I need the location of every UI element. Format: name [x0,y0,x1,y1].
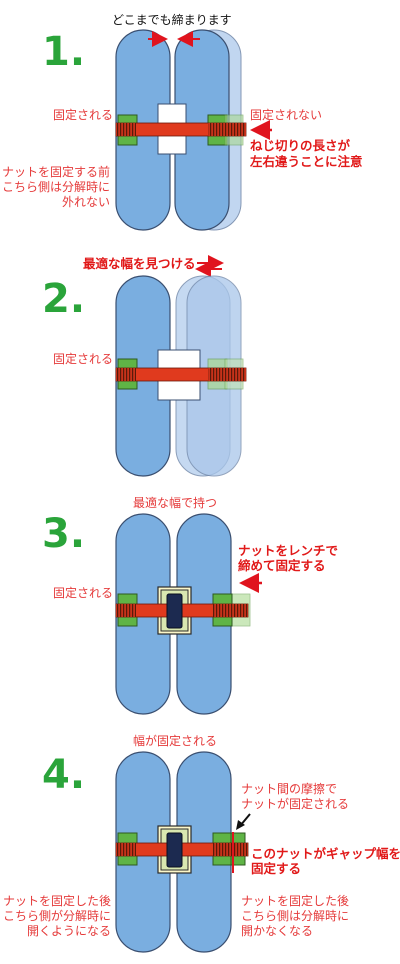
step-1-warning-line-1: ねじ切りの長さが [250,138,351,153]
step-2-left-label: 固定される [53,351,113,366]
step-4-title: 幅が固定される [133,733,217,748]
step-2: 2. 最適な幅を見つける 固定される [42,255,247,477]
step-1-right-label: 固定されない [250,107,322,122]
bolt-thread-left [116,123,136,136]
step-1-warning-line-2: 左右違うことに注意 [249,154,363,169]
step-3: 3. 最適な幅で持つ 固定される ナットをレンチで 締めて固定する [42,495,338,715]
step-1-left-label: 固定される [53,107,113,122]
step-3-left-label: 固定される [53,585,113,600]
bolt-thread-left [116,368,136,381]
step-2-number: 2. [42,276,85,322]
step-1-number: 1. [42,29,85,75]
bolt-thread-left [116,843,136,856]
bolt-head [166,593,183,629]
step-4-warning-line-1: このナットがギャップ幅を [251,846,400,861]
step-1: 1. どこまでも締まります 固定される 固定されない ナットを固定する前 こちら… [2,12,363,231]
step-4-note-right-line-2: こちら側は分解時に [241,909,349,923]
friction-arrow-head-icon [236,820,245,830]
step-1-title: どこまでも締まります [112,12,232,27]
step-4-number: 4. [42,752,85,798]
step-2-title: 最適な幅を見つける [83,256,196,271]
step-4-right-note-line-2: ナットが固定される [241,796,349,811]
step-1-note-line-3: 外れない [62,195,110,209]
bolt-thread-right [213,843,248,856]
step-3-instruction-line-2: 締めて固定する [238,558,326,573]
step-4-note-left-line-2: こちら側が分解時に [3,908,111,923]
step-1-note-line-2: こちら側は分解時に [2,180,110,194]
step-4-note-right-line-1: ナットを固定した後 [241,893,349,908]
step-4: 4. 幅が固定される ナット間の摩擦で ナットが固定される このナットがギャップ… [3,733,400,953]
step-4-right-note-line-1: ナット間の摩擦で [241,781,337,796]
step-1-note-line-1: ナットを固定する前 [2,164,110,179]
step-4-warning-line-2: 固定する [251,861,301,876]
bolt-thread-left [116,604,136,617]
bolt-head [166,832,183,868]
bolt-thread-right [213,604,248,617]
step-4-note-right-line-3: 開かなくなる [241,924,313,938]
bolt-thread-right [208,123,246,136]
step-3-instruction-line-1: ナットをレンチで [238,543,338,558]
step-3-number: 3. [42,511,85,557]
step-4-note-left-line-3: 開くようになる [27,924,111,938]
bolt-thread-right [208,368,246,381]
step-3-title: 最適な幅で持つ [133,495,217,510]
step-4-note-left-line-1: ナットを固定した後 [3,893,111,908]
